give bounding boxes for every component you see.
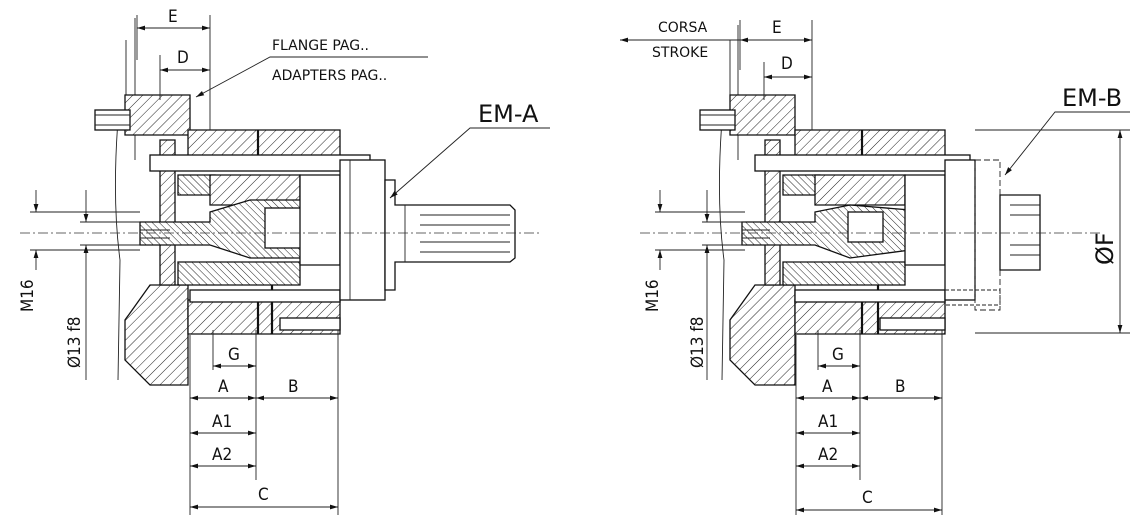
label-dim-d-right: D xyxy=(781,54,793,74)
spline-grooves-left xyxy=(420,214,510,253)
label-dim-e-left: E xyxy=(168,7,178,27)
label-dim-c-right: C xyxy=(862,488,873,508)
cylinder-body-right xyxy=(741,129,1041,335)
dimensions-right xyxy=(620,20,1130,515)
label-m16-left: M16 xyxy=(18,279,38,312)
view-left: E D FLANGE PAG.. ADAPTERS PAG.. EM-A M16… xyxy=(18,7,550,515)
label-flange-left: FLANGE PAG.. xyxy=(272,38,369,54)
label-dim-a-left: A xyxy=(218,377,229,397)
label-dim-a1-right: A1 xyxy=(818,412,838,432)
adapter-flange-right xyxy=(699,25,796,386)
spline-grooves-right xyxy=(1010,204,1040,256)
dimensions-left xyxy=(30,15,550,515)
label-dim-a1-left: A1 xyxy=(212,412,232,432)
label-dia13-right: Ø13 f8 xyxy=(688,317,708,368)
label-dim-g-left: G xyxy=(228,345,240,365)
label-adapters-left: ADAPTERS PAG.. xyxy=(272,68,387,84)
label-em-a: EM-A xyxy=(478,100,539,128)
label-dim-b-left: B xyxy=(288,377,299,397)
label-m16-right: M16 xyxy=(643,279,663,312)
label-corsa: CORSA xyxy=(658,20,708,36)
label-dim-b-right: B xyxy=(895,377,906,397)
label-dim-d-left: D xyxy=(177,48,189,68)
cylinder-body-left xyxy=(139,129,516,335)
label-dim-a-right: A xyxy=(822,377,833,397)
label-dim-a2-left: A2 xyxy=(212,445,232,465)
label-dim-g-right: G xyxy=(832,345,844,365)
label-dim-e-right: E xyxy=(772,18,782,38)
label-dim-c-left: C xyxy=(258,485,269,505)
label-stroke: STROKE xyxy=(652,45,708,61)
label-dim-f: ØF xyxy=(1091,232,1119,265)
adapter-flange-left xyxy=(94,18,191,386)
label-em-b: EM-B xyxy=(1062,84,1122,112)
view-right: E CORSA STROKE D EM-B ØF M16 Ø13 f8 G A … xyxy=(620,18,1130,515)
label-dim-a2-right: A2 xyxy=(818,445,838,465)
label-dia13-left: Ø13 f8 xyxy=(65,317,85,368)
